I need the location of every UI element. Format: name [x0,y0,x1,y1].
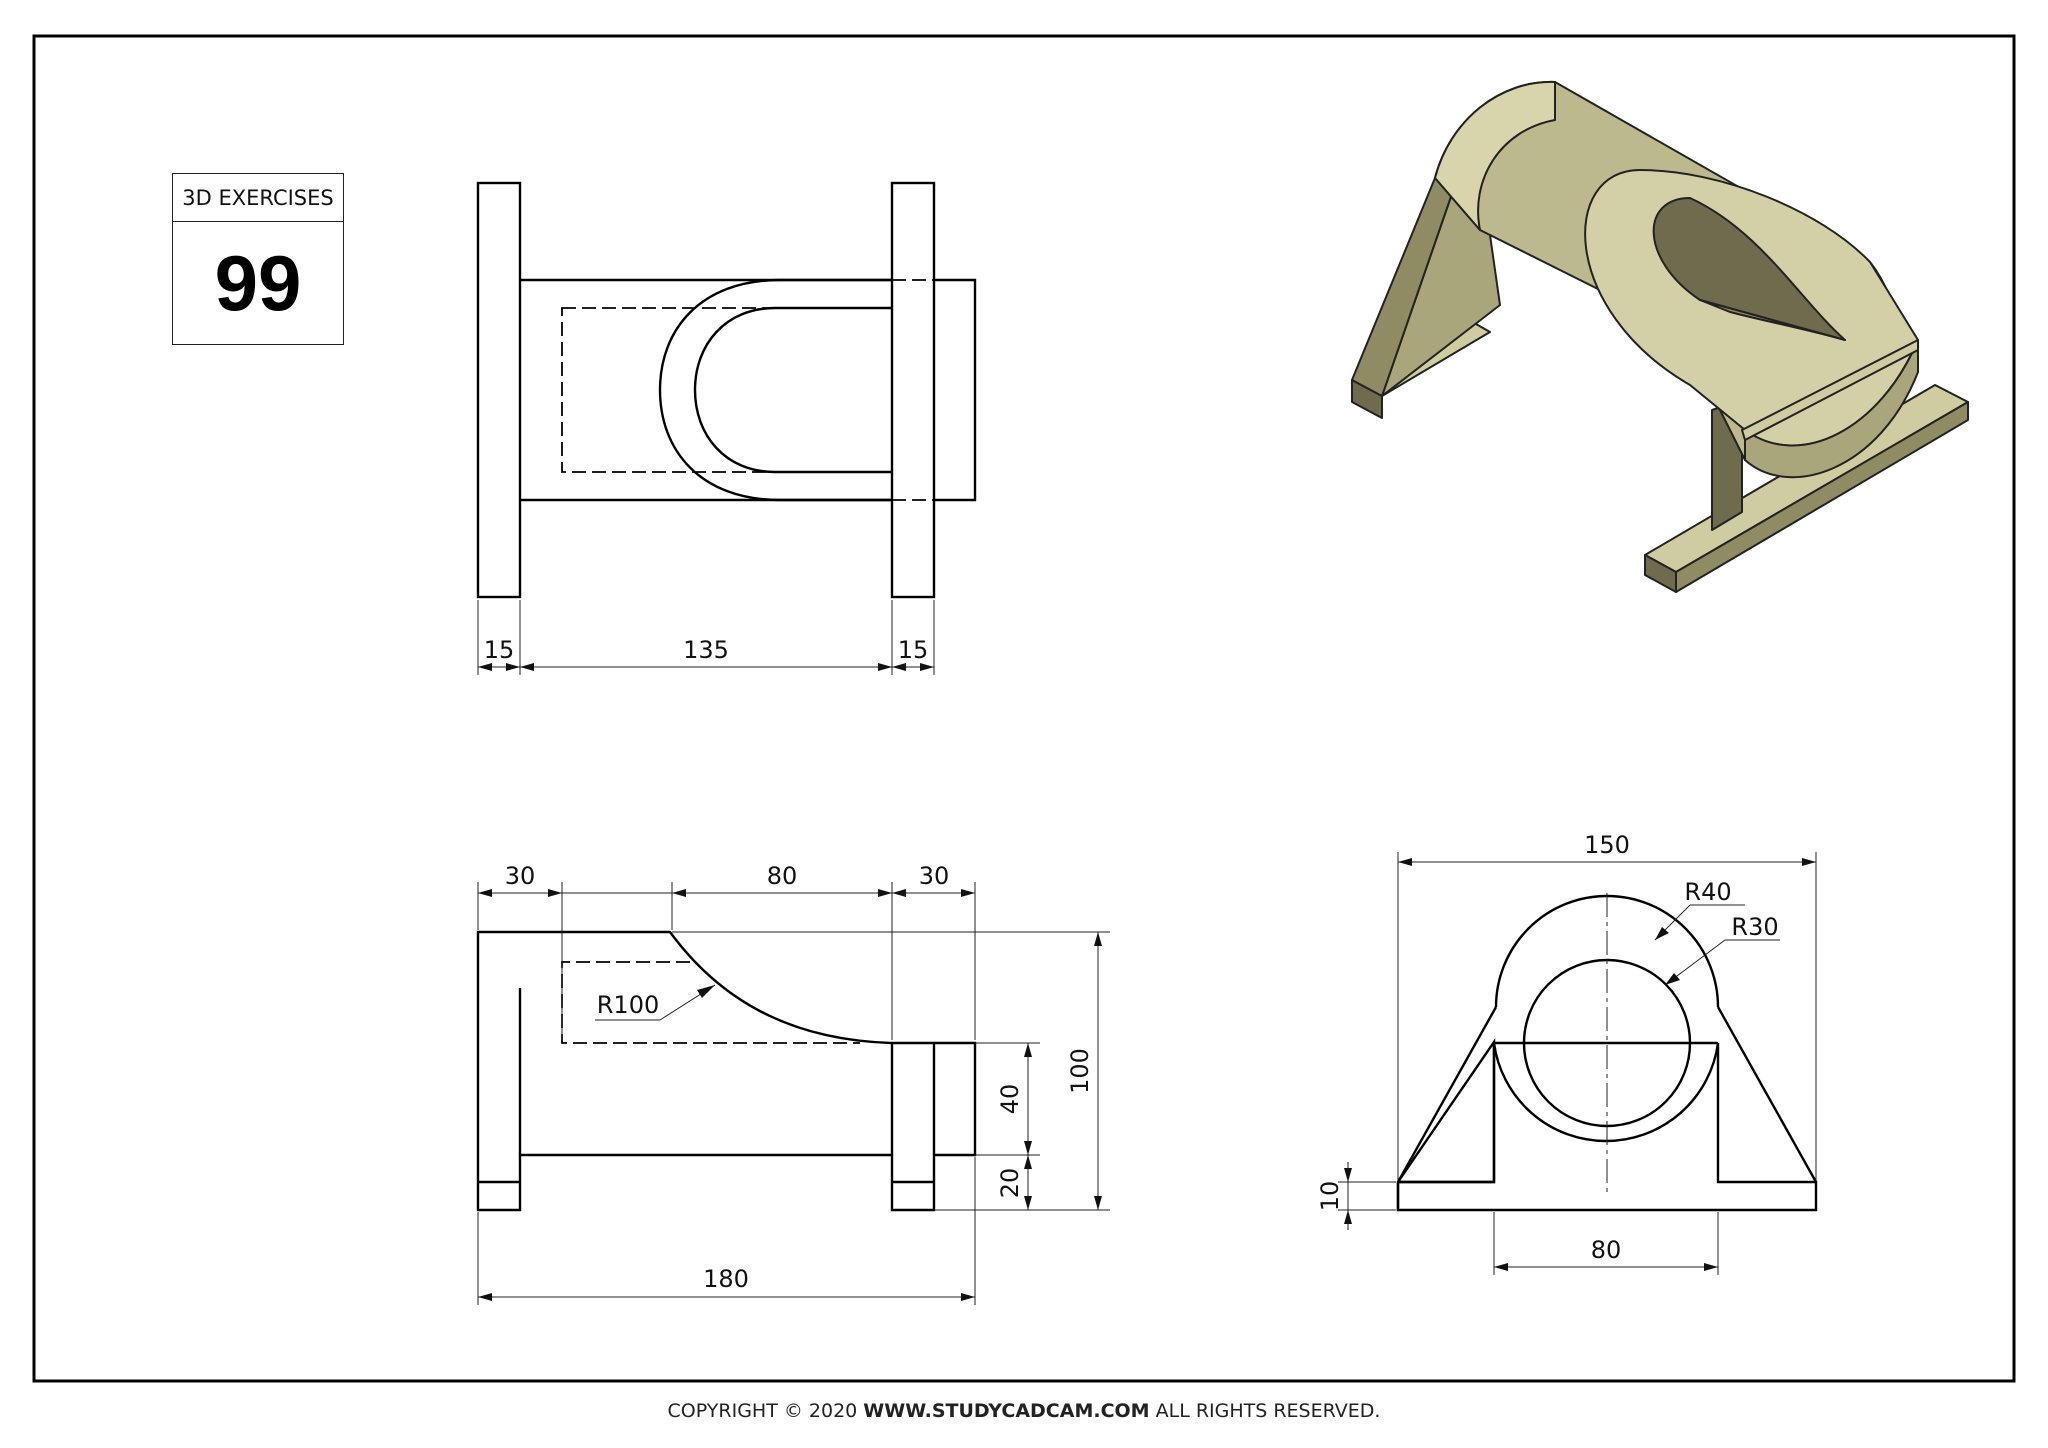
dim-side-inner-radius: R30 [1731,913,1778,941]
top-hidden-slot [561,307,893,473]
title-label: 3D EXERCISES [173,174,343,222]
dim-top-right-plate: 15 [898,636,929,664]
dim-top-left-plate: 15 [484,636,515,664]
front-view: R100 30 80 30 40 20 100 [476,862,1110,1305]
dim-front-radius: R100 [597,991,659,1019]
dim-front-mid-top: 80 [767,862,798,890]
copyright-suffix: ALL RIGHTS RESERVED. [1149,1400,1381,1422]
dim-side-inner-width: 80 [1591,1236,1622,1264]
top-u-slot-inner [693,306,892,474]
side-lower-arc [1492,1042,1720,1143]
dim-side-width-total: 150 [1584,831,1630,859]
copyright-footer: COPYRIGHT © 2020 WWW.STUDYCADCAM.COM ALL… [0,1400,2048,1422]
dim-front-right-top: 30 [919,862,950,890]
dim-top-middle: 135 [683,636,729,664]
top-left-plate [476,181,522,599]
title-block: 3D EXERCISES 99 [172,173,344,345]
top-u-slot-outer [658,278,892,502]
dim-front-height-total: 100 [1066,1048,1094,1094]
exercise-number: 99 [214,238,302,327]
copyright-prefix: COPYRIGHT © 2020 [667,1400,864,1422]
dim-side-outer-radius: R40 [1684,878,1731,906]
top-view: 15 135 15 [476,181,977,675]
side-base [1396,1043,1818,1212]
dim-front-height-40: 40 [996,1084,1024,1115]
top-right-plate [890,181,936,599]
side-support-slopes [1396,1006,1818,1183]
dim-front-left-top: 30 [505,862,536,890]
dim-side-base-thickness: 10 [1316,1181,1344,1212]
dim-front-width-total: 180 [703,1265,749,1293]
side-view: R40 R30 150 80 10 [1316,831,1818,1275]
dim-front-height-20: 20 [996,1168,1024,1199]
front-outline [476,930,977,1212]
isometric-model [1351,80,1969,593]
copyright-site-link[interactable]: WWW.STUDYCADCAM.COM [863,1400,1150,1422]
side-left-support [1396,1038,1496,1210]
sheet-border [32,34,2016,1383]
